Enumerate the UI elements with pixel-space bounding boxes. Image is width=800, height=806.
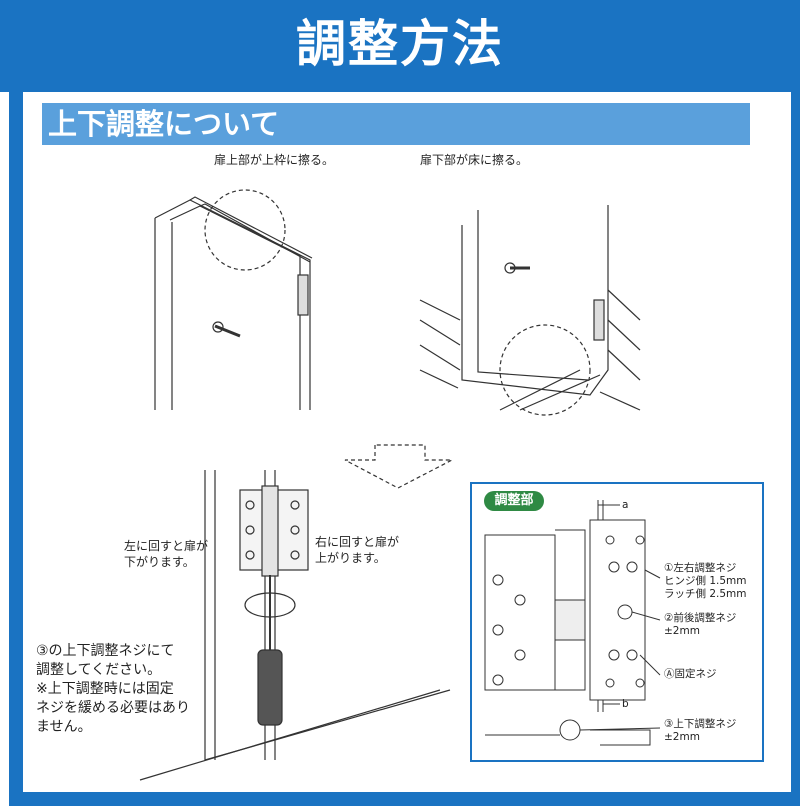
caption-rotate-right-line1: 右に回すと扉が	[315, 535, 400, 549]
caption-top-rub: 扉上部が上枠に擦る。	[214, 153, 335, 167]
adjustment-panel	[470, 482, 764, 762]
instruction-line: ません。	[36, 719, 92, 735]
label-depth-screw-value: ±2mm	[664, 625, 700, 637]
page-title: 調整方法	[296, 15, 504, 73]
door-bottom-illustration	[419, 205, 641, 416]
instruction-note: ③の上下調整ネジにて 調整してください。 ※上下調整時には固定 ネジを緩める必要…	[36, 642, 190, 737]
label-vertical-screw-title: ③上下調整ネジ	[664, 718, 737, 730]
caption-rotate-left-line1: 左に回すと扉が	[124, 539, 209, 553]
down-arrow-icon	[344, 444, 453, 489]
section-title: 上下調整について	[48, 107, 280, 141]
instruction-line: ③の上下調整ネジにて	[36, 643, 175, 659]
adjustment-badge: 調整部	[484, 491, 544, 511]
label-vertical-screw: ③上下調整ネジ ±2mm	[664, 718, 736, 744]
label-lateral-screw-hinge: ヒンジ側 1.5mm	[664, 575, 747, 587]
instruction-line: 調整してください。	[36, 662, 162, 678]
label-fixing-screw: Ⓐ固定ネジ	[664, 668, 717, 680]
hinge-closeup-illustration	[139, 470, 451, 781]
dimension-b: b	[622, 698, 629, 710]
label-lateral-screw-latch: ラッチ側 2.5mm	[664, 588, 747, 600]
caption-rotate-right-line2: 上がります。	[315, 551, 386, 565]
door-top-illustration	[154, 189, 313, 410]
label-lateral-screw: ①左右調整ネジ ヒンジ側 1.5mm ラッチ側 2.5mm	[664, 562, 747, 601]
label-depth-screw-title: ②前後調整ネジ	[664, 612, 737, 624]
caption-bottom-rub: 扉下部が床に擦る。	[420, 153, 529, 167]
instruction-line: ※上下調整時には固定	[36, 681, 174, 697]
instruction-line: ネジを緩める必要はあり	[36, 700, 190, 716]
label-lateral-screw-title: ①左右調整ネジ	[664, 562, 737, 574]
label-vertical-screw-value: ±2mm	[664, 731, 700, 743]
caption-rotate-right: 右に回すと扉が 上がります。	[315, 534, 399, 566]
label-depth-screw: ②前後調整ネジ ±2mm	[664, 612, 736, 638]
dimension-a: a	[622, 499, 629, 511]
caption-rotate-left: 左に回すと扉が 下がります。	[124, 538, 208, 570]
section-bar	[42, 103, 750, 145]
caption-rotate-left-line2: 下がります。	[124, 555, 195, 569]
header-banner	[0, 0, 800, 92]
